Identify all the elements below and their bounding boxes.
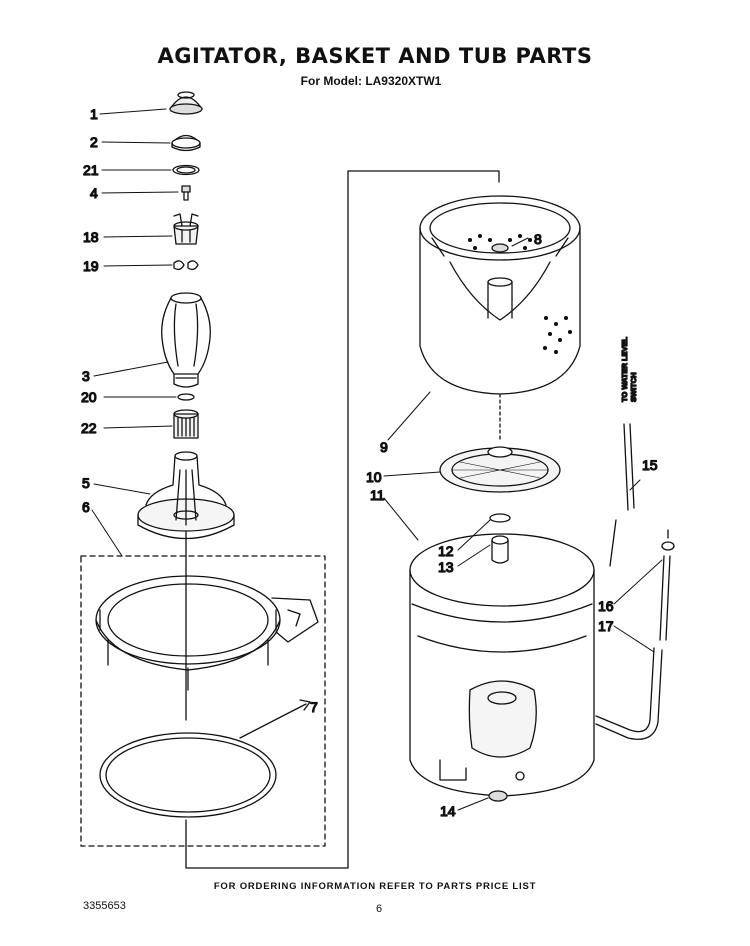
callout-13: 13 [438, 559, 454, 575]
part-11-tub [409, 533, 595, 797]
callout-3: 3 [82, 368, 90, 384]
part-6-seal-ring-frame [95, 575, 319, 691]
callout-5: 5 [82, 475, 90, 491]
part-4-bolt [181, 185, 191, 201]
assembly-connector-line [185, 170, 500, 869]
callout-19: 19 [83, 258, 99, 274]
callout-1: 1 [90, 106, 98, 122]
callout-10: 10 [366, 469, 382, 485]
water-level-switch-note: TO WATER LEVEL SWITCH [619, 336, 638, 403]
callout-20: 20 [81, 389, 97, 405]
part-3-agitator-barrel [161, 292, 211, 388]
callout-22: 22 [81, 420, 97, 436]
callout-18: 18 [83, 229, 99, 245]
water-level-note-line-1: TO WATER LEVEL [620, 336, 629, 402]
callout-21: 21 [83, 162, 99, 178]
part-14-drain-hose-fitting [488, 790, 508, 802]
part-15-water-level-hose [609, 423, 635, 567]
callout-9: 9 [380, 439, 388, 455]
part-9-basket [419, 195, 581, 395]
callout-7: 7 [310, 699, 318, 715]
part-21-seal-ring [172, 164, 200, 176]
part-12-spanner-ring [489, 513, 511, 523]
part-8-nut [491, 243, 509, 253]
callout-14: 14 [440, 803, 456, 819]
callout-2: 2 [90, 134, 98, 150]
water-level-note-line-2: SWITCH [629, 372, 638, 402]
part-13-tub-seal [491, 535, 509, 564]
part-2-cap-insert [171, 134, 201, 152]
part-19-dogs [173, 260, 199, 271]
callout-8: 8 [534, 231, 542, 247]
callout-17: 17 [598, 618, 614, 634]
model-subtitle: For Model: LA9320XTW1 [300, 74, 442, 88]
part-17-hose [595, 555, 671, 740]
callout-16: 16 [598, 598, 614, 614]
callout-4: 4 [90, 185, 98, 201]
page-title: AGITATOR, BASKET AND TUB PARTS [157, 44, 593, 68]
callout-11: 11 [370, 487, 385, 503]
callout-15: 15 [642, 457, 658, 473]
callout-6: 6 [82, 499, 90, 515]
page-number: 6 [376, 903, 383, 915]
part-16-hose-clamp [661, 529, 675, 551]
part-22-clutch [173, 409, 199, 439]
ordering-info-note: FOR ORDERING INFORMATION REFER TO PARTS … [213, 881, 537, 892]
part-10-drive-block [439, 446, 561, 493]
callout-leaders [91, 108, 663, 811]
part-1-cap [169, 91, 203, 115]
callout-12: 12 [438, 543, 454, 559]
part-5-agitator-base [137, 451, 235, 540]
part-20-o-ring [177, 393, 195, 401]
part-18-dog-cam [173, 213, 199, 245]
part-7-gasket [99, 699, 311, 818]
document-number: 3355653 [83, 900, 126, 912]
part-6-group-box [80, 555, 326, 847]
